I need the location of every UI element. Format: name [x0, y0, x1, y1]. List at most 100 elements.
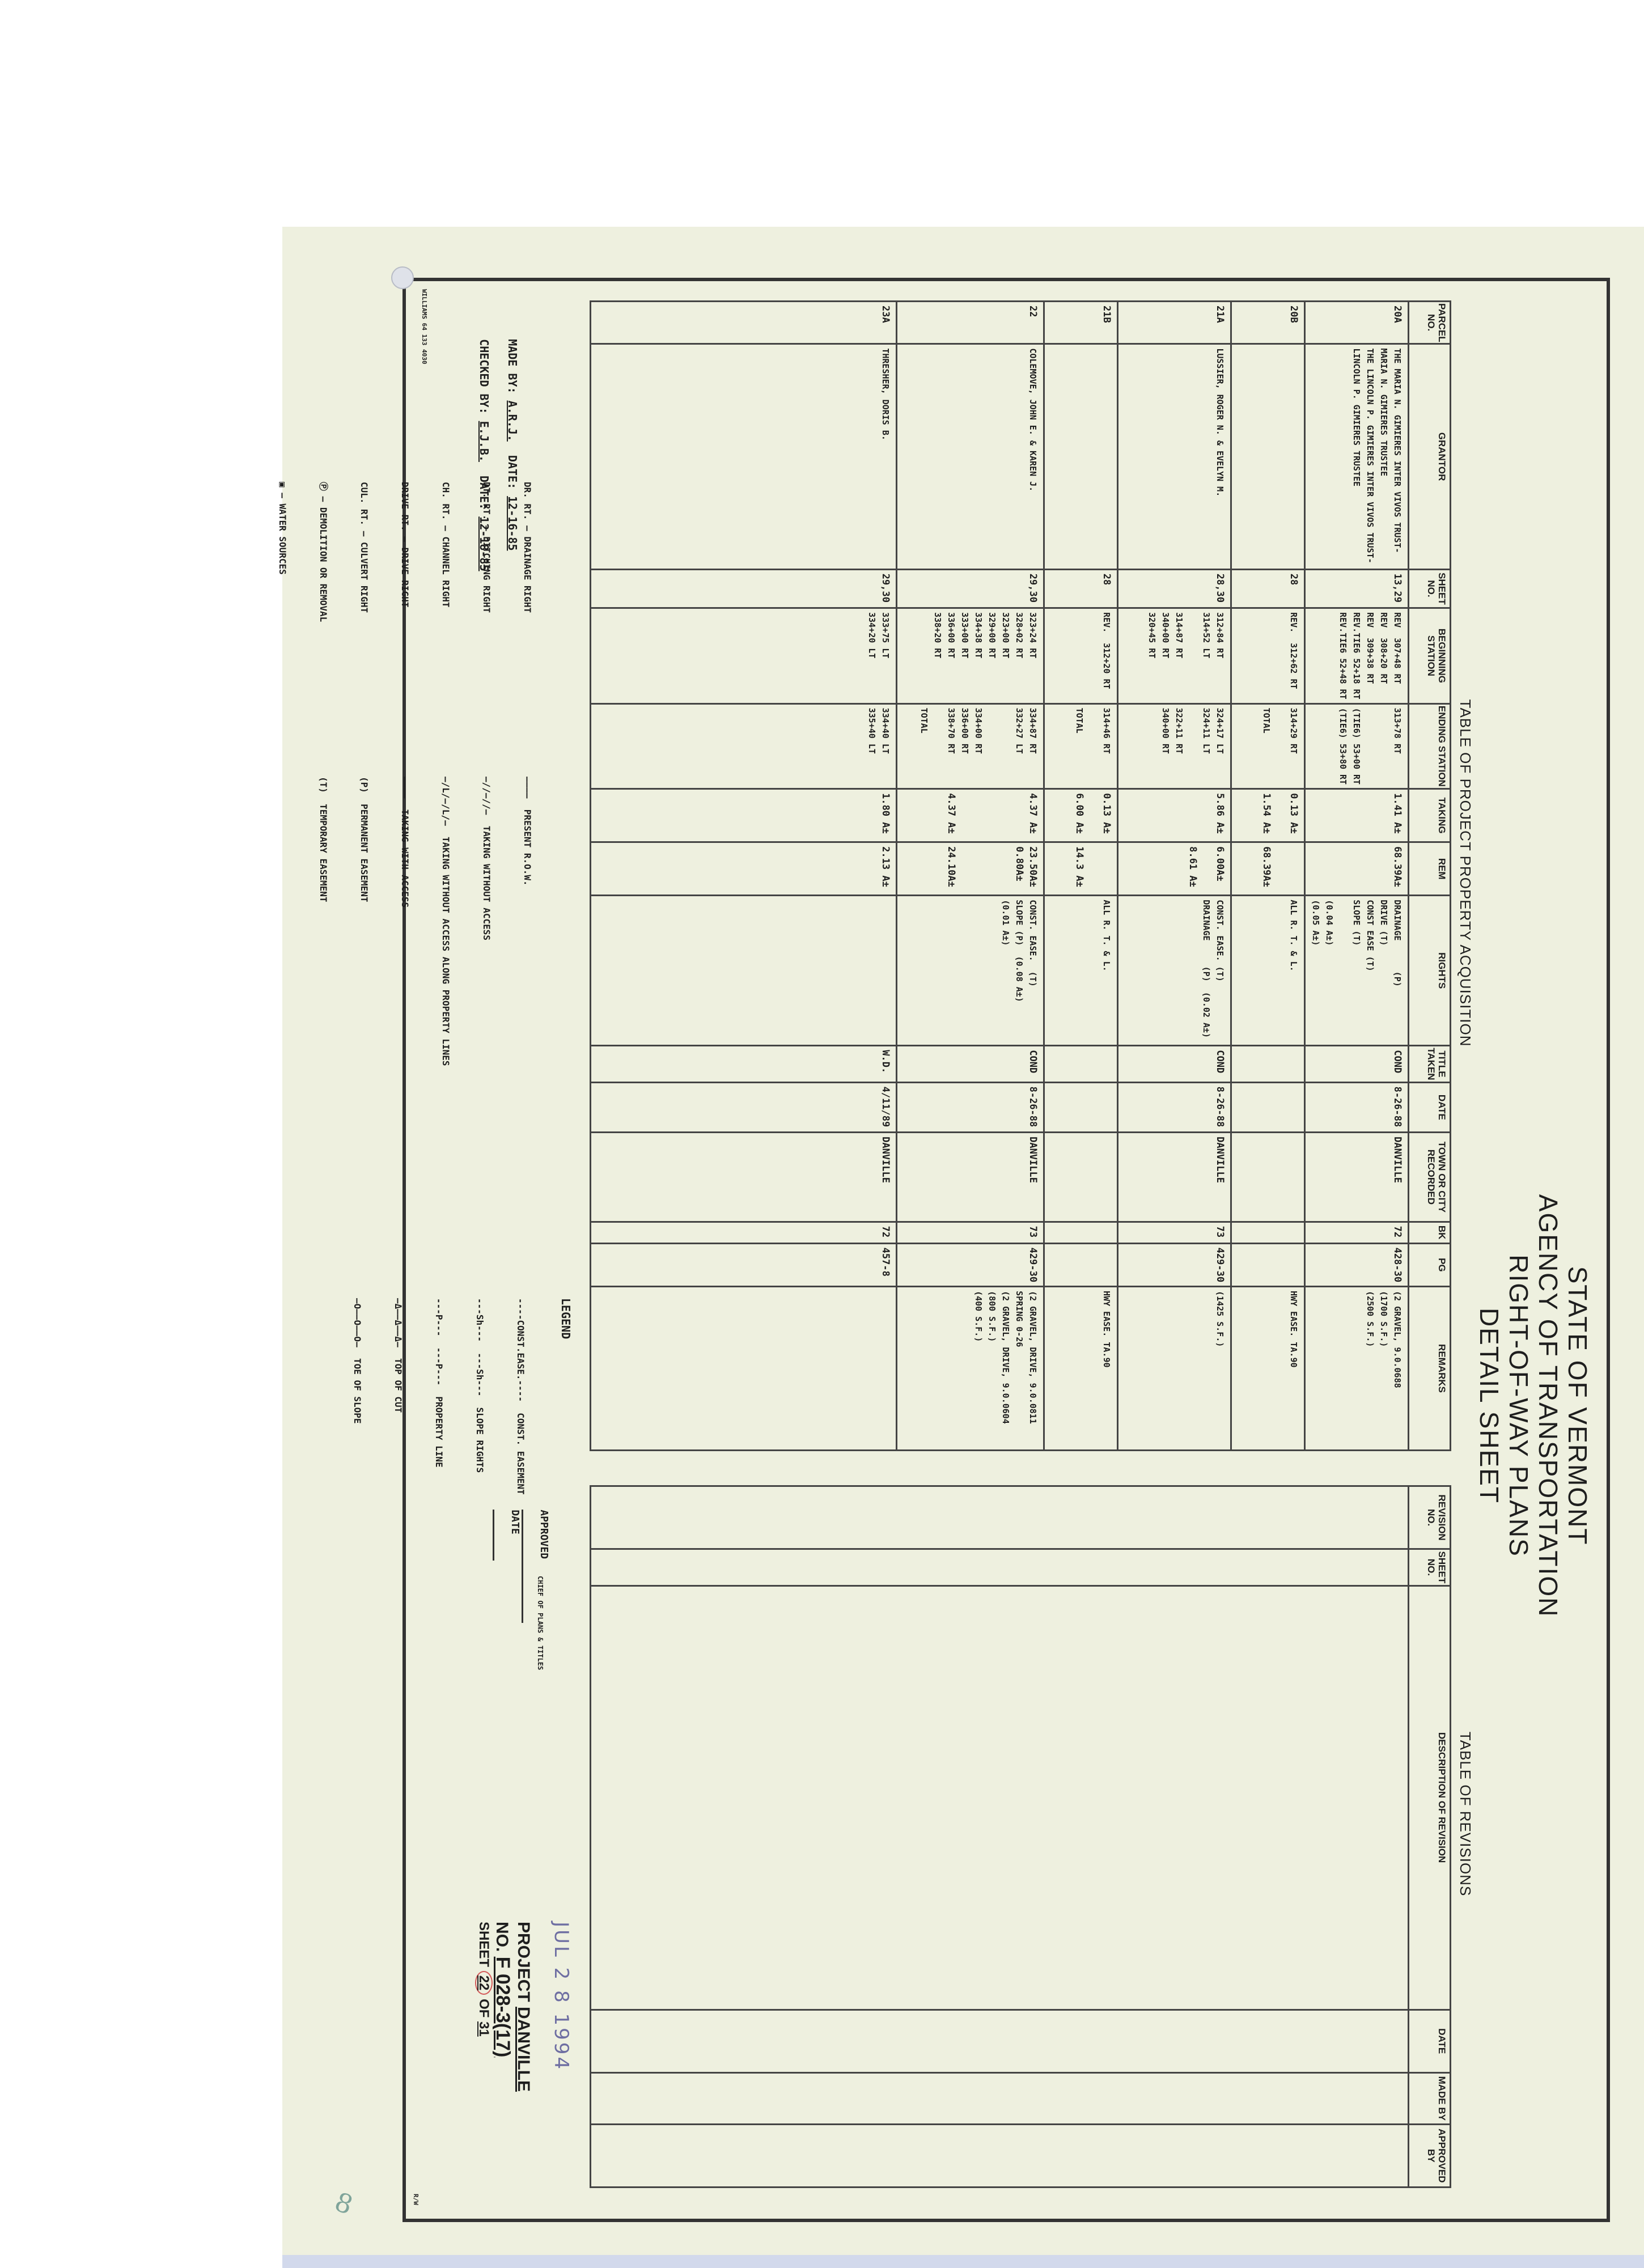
legend-toe-of-slope: —O——O——O— TOE OF SLOPE	[350, 1298, 364, 1495]
remarks: (2 GRAVEL, DRIVE, 9.0.0811 SPRING 0-26 (…	[896, 1286, 1044, 1451]
col-parcel: PARCEL NO.	[1408, 301, 1451, 344]
beginning-station: 323+24 RT 328+02 RT 323+00 RT 329+00 RT …	[896, 608, 1044, 704]
legend-slope-rights-symbol: ---Sh--- ---Sh---	[474, 1298, 485, 1397]
book: 73	[896, 1222, 1044, 1244]
legend-const-easement-label: CONST. EASEMENT	[515, 1413, 526, 1495]
project-number-line: NO. F 028-3(17)	[491, 1922, 514, 2092]
book: 73	[1117, 1222, 1231, 1244]
rights	[590, 895, 897, 1046]
legend-temporary-row-label: TEMPORARY EASEMENT	[318, 804, 329, 902]
col-description: DESCRIPTION OF REVISION	[1408, 1586, 1451, 2010]
ending-station: 314+46 RT TOTAL	[1044, 703, 1118, 789]
rem: 23.50A± 0.80A± 24.10A±	[896, 842, 1044, 896]
beginning-station: 333+75 LT 334+20 LT	[590, 608, 897, 704]
sheet-label: SHEET	[476, 1922, 491, 1968]
legend-top-of-cut-label: TOP OF CUT	[393, 1358, 404, 1413]
project-name: DANVILLE	[514, 2007, 533, 2092]
sheet-total: 31	[476, 2021, 491, 2037]
project-number: F 028-3(17)	[492, 1956, 514, 2058]
legend-temporary-row: (T) TEMPORARY EASEMENT	[316, 777, 330, 1066]
table-row: 22 COLEMOVE, JOHN E. & KAREN J. 29,30 32…	[896, 301, 1044, 1451]
rights-area: (0.02 A±)	[1201, 991, 1211, 1038]
legend-slope-rights: ---Sh--- ---Sh--- SLOPE RIGHTS	[473, 1298, 486, 1495]
title-taken: COND	[896, 1045, 1044, 1083]
town: DANVILLE	[896, 1132, 1044, 1222]
title-sheet-type: DETAIL SHEET	[1474, 1307, 1504, 1504]
revisions-header-row: REVISION NO. SHEET NO. DESCRIPTION OF RE…	[1408, 1486, 1451, 2188]
col-grantor: GRANTOR	[1408, 344, 1451, 570]
taking: 1.41 A±	[1304, 788, 1409, 842]
project-block: PROJECT DANVILLE NO. F 028-3(17) SHEET 2…	[475, 1922, 533, 2092]
abbr-channel: CH. RT. – CHANNEL RIGHT	[440, 482, 451, 608]
table-row: 20A THE MARIA N. GIMIERES INTER VIVOS TR…	[1304, 301, 1409, 1451]
revisions-cell	[590, 2010, 1409, 2073]
col-remarks: REMARKS	[1408, 1286, 1451, 1451]
sheet-no: 29,30	[590, 569, 897, 608]
rights-text: CONST. EASE. (T) DRAINAGE (P)	[1201, 900, 1225, 982]
beginning-station: REV. 312+62 RT	[1231, 608, 1305, 704]
remarks: (1425 S.F.)	[1117, 1286, 1231, 1451]
ending-station: 324+17 LT 324+11 LT 322+11 RT 340+00 RT	[1117, 703, 1231, 789]
col-town: TOWN OR CITY RECORDED	[1408, 1132, 1451, 1222]
remarks: (2 GRAVEL, 9.0.0688 (1700 S.F.) (2500 S.…	[1304, 1286, 1409, 1451]
sheet-number: 22	[475, 1970, 493, 1995]
page	[1231, 1243, 1305, 1287]
parcel-no: 20A	[1304, 301, 1409, 344]
book	[1044, 1222, 1118, 1244]
parcel-no: 21B	[1044, 301, 1118, 344]
remarks: HWY EASE. TA.90	[1044, 1286, 1118, 1451]
grantor: THE MARIA N. GIMIERES INTER VIVOS TRUST-…	[1304, 344, 1409, 570]
table-row: 21A LUSSIER, ROGER N. & EVELYN M. 28,30 …	[1117, 301, 1231, 1451]
sheet-no: 28,30	[1117, 569, 1231, 608]
made-by-date-label: DATE	[506, 455, 519, 483]
abbr-water-text: – WATER SOURCES	[277, 493, 288, 575]
town: DANVILLE	[590, 1132, 897, 1222]
legend-taking-with-row: ———— TAKING WITH ACCESS	[400, 777, 410, 908]
col-date: DATE	[1408, 1082, 1451, 1133]
grantor	[1231, 344, 1305, 570]
book	[1231, 1222, 1305, 1244]
project-line: PROJECT DANVILLE	[514, 1922, 533, 2092]
sheet-line: SHEET 22 OF 31	[475, 1922, 493, 2092]
legend-taking-pl-row: —/L/—/L/— TAKING WITHOUT ACCESS ALONG PR…	[440, 777, 451, 1066]
legend-present-row-label: PRESENT R.O.W.	[522, 809, 533, 886]
grantor: THRESHER, DORIS B.	[590, 344, 897, 570]
book: 72	[1304, 1222, 1409, 1244]
legend-title: LEGEND	[559, 1298, 573, 1339]
legend-property-line-symbol: ---P--- ---P---	[434, 1298, 444, 1386]
book: 72	[590, 1222, 897, 1244]
grantor: COLEMOVE, JOHN E. & KAREN J.	[896, 344, 1044, 570]
table-row: 23A THRESHER, DORIS B. 29,30 333+75 LT 3…	[590, 301, 897, 1451]
col-bk: BK	[1408, 1222, 1451, 1244]
ending-station: 334+87 RT 332+27 LT 334+00 RT 336+00 RT …	[896, 703, 1044, 789]
form-code: WILLIAMS 64 133 4030	[421, 289, 428, 364]
legend-top-of-cut-symbol: —Δ——Δ——Δ—	[393, 1298, 404, 1347]
revisions-cell	[590, 2124, 1409, 2188]
acquisition-header-row: PARCEL NO. GRANTOR SHEET NO. BEGINNING S…	[1408, 301, 1451, 1451]
approval-block: APPROVED DATE	[479, 1485, 564, 1623]
rem: 68.39A±	[1304, 842, 1409, 896]
legend-taking-with-row-label: TAKING WITH ACCESS	[400, 809, 410, 908]
legend-property-line-label: PROPERTY LINE	[434, 1396, 444, 1468]
legend-slope-rights-label: SLOPE RIGHTS	[474, 1407, 485, 1473]
title-state: STATE OF VERMONT	[1563, 1266, 1592, 1546]
grantor	[1044, 344, 1118, 570]
legend-taking-pl-row-label: TAKING WITHOUT ACCESS ALONG PROPERTY LIN…	[440, 836, 451, 1066]
made-by-initials: A.R.J.	[506, 400, 519, 442]
rights: DRAINAGE (P) DRIVE (T) CONST EASE (T) SL…	[1304, 895, 1409, 1046]
date: 4/11/89	[590, 1082, 897, 1133]
legend-top-of-cut: —Δ——Δ——Δ— TOP OF CUT	[391, 1298, 405, 1495]
col-rights: RIGHTS	[1408, 895, 1451, 1046]
taking: 0.13 A± 1.54 A±	[1231, 788, 1305, 842]
town: DANVILLE	[1117, 1132, 1231, 1222]
legend-const-easement: ----CONST.EASE.---- CONST. EASEMENT	[514, 1298, 527, 1495]
abbr-ditching: DT. RT. – DITCHING RIGHT	[481, 482, 492, 613]
project-label: PROJECT	[514, 1922, 533, 2002]
rights: ALL R. T. & L.	[1044, 895, 1118, 1046]
revisions-cell	[590, 1586, 1409, 2010]
beginning-station: REV. 312+20 RT	[1044, 608, 1118, 704]
col-made-by: MADE BY	[1408, 2072, 1451, 2125]
legend-taking-without-row: —//—//— TAKING WITHOUT ACCESS	[481, 777, 492, 940]
rights: ALL R. T. & L.	[1231, 895, 1305, 1046]
rights-text: DRAINAGE (P) DRIVE (T) CONST EASE (T) SL…	[1351, 900, 1403, 987]
